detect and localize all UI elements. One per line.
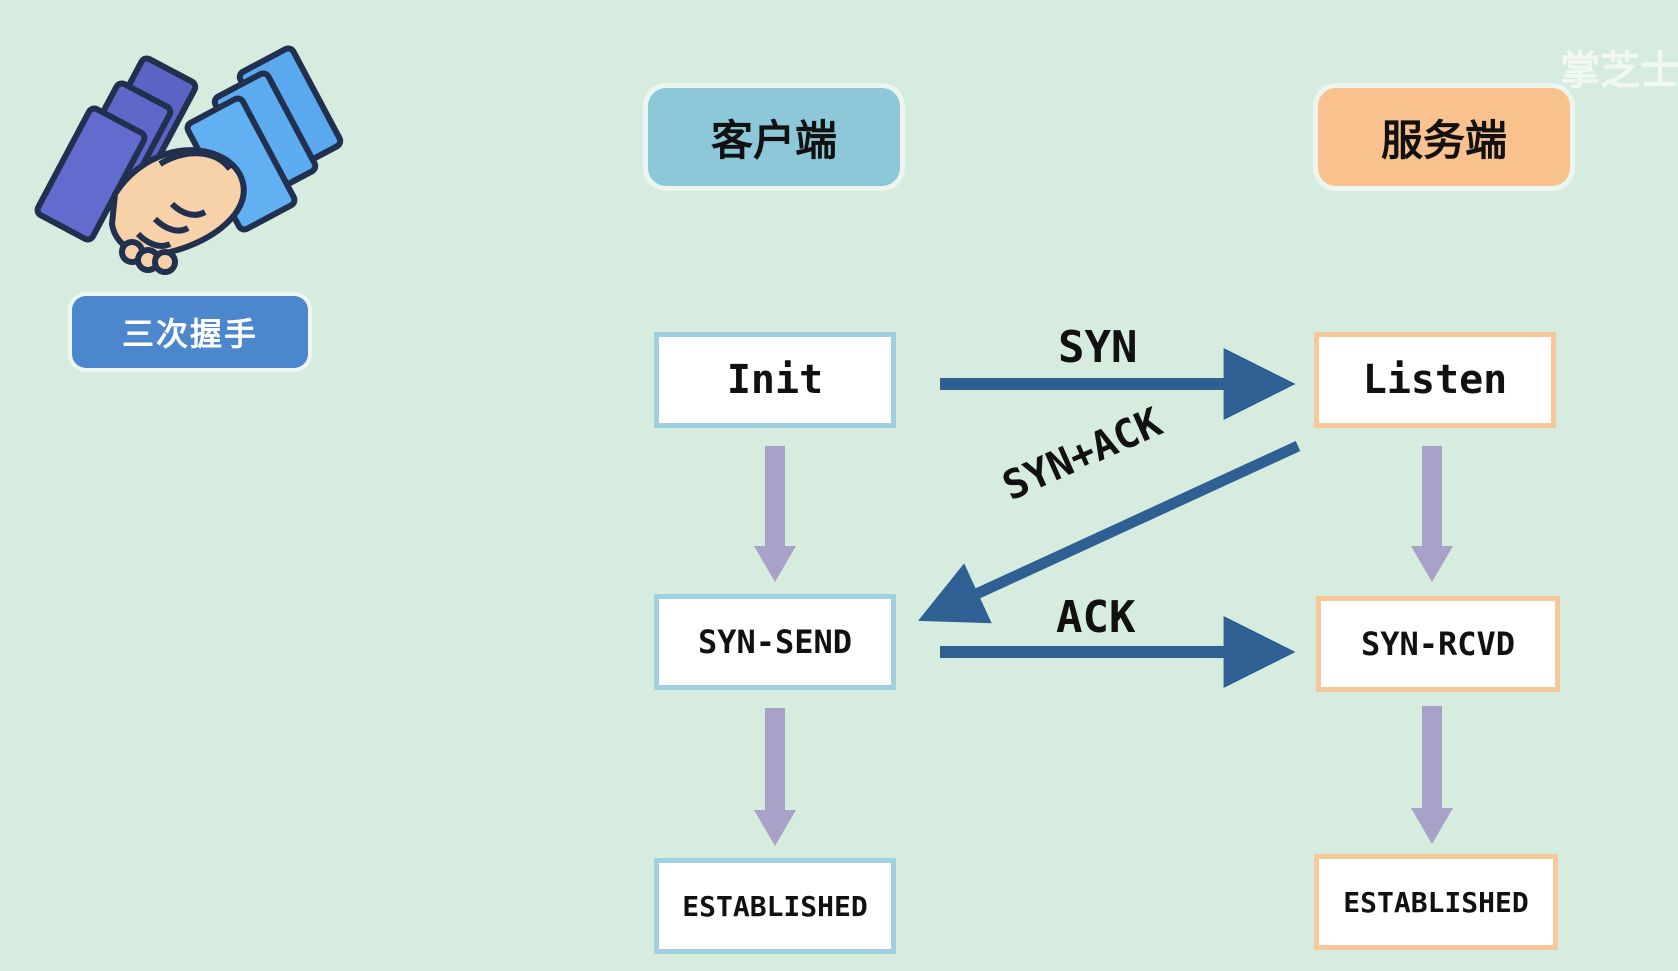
ack-label: ACK <box>1056 592 1136 643</box>
watermark-text: 掌芝士 <box>1560 48 1678 94</box>
server-transition-arrow-2 <box>1411 706 1453 844</box>
server-state-syn-rcvd: SYN-RCVD <box>1316 596 1560 692</box>
syn-ack-arrow <box>918 441 1301 624</box>
server-state-listen: Listen <box>1314 332 1556 428</box>
server-state-established: ESTABLISHED <box>1314 854 1558 950</box>
three-way-handshake-badge: 三次握手 <box>72 296 308 368</box>
client-transition-arrow-1 <box>754 446 796 582</box>
handshake-icon <box>34 45 344 275</box>
client-state-established: ESTABLISHED <box>654 858 896 954</box>
client-state-syn-send: SYN-SEND <box>654 594 896 690</box>
client-header: 客户端 <box>648 88 900 186</box>
client-state-init: Init <box>654 332 896 428</box>
server-transition-arrow-1 <box>1411 446 1453 582</box>
client-transition-arrow-2 <box>754 708 796 846</box>
syn-label: SYN <box>1058 322 1138 373</box>
server-header: 服务端 <box>1318 88 1570 186</box>
